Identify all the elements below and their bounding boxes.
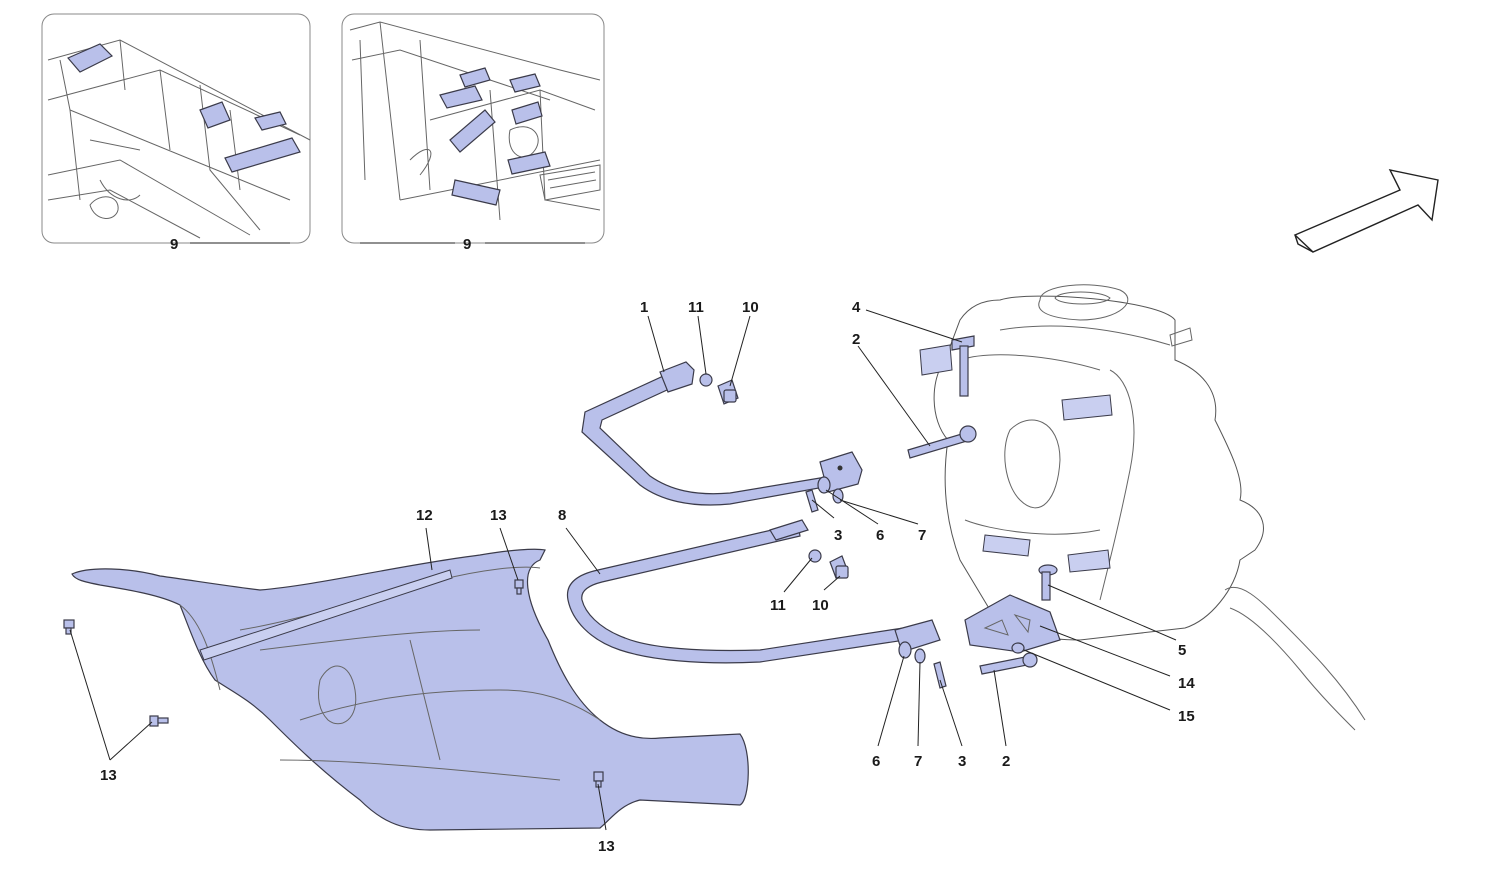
inset-panel-left: 9 [41,13,311,253]
heat-shield [71,548,749,831]
callout-13-left: 13 [100,767,117,784]
callout-3-upper: 3 [834,527,842,544]
callout-1: 1 [640,299,648,316]
bolt-2-lower [979,652,1038,675]
fuel-tank-strap-upper [581,361,863,506]
clip-3-upper [805,489,819,513]
callout-2-lower: 2 [1002,753,1010,770]
bolt-10-lower [829,555,849,579]
bolt-5 [1038,564,1058,601]
callout-10-upper: 10 [742,299,759,316]
callout-5: 5 [1178,642,1186,659]
callout-7-lower: 7 [914,753,922,770]
nut-15 [1011,642,1025,654]
callout-9-right: 9 [463,236,471,253]
callout-3-lower: 3 [958,753,966,770]
direction-arrow-icon [1293,169,1439,253]
bushing-6-lower [898,641,912,659]
callout-13-top: 13 [490,507,507,524]
inset-frame-drawing-right [349,21,601,221]
bolt-13-b [63,619,75,635]
inset-panel-right: 9 [341,13,605,253]
callout-2-upper: 2 [852,331,860,348]
callout-8: 8 [558,507,566,524]
bolt-10-upper [717,379,739,405]
bolt-4 [951,335,975,397]
leader-lines [69,309,1177,831]
callout-11-lower: 11 [770,597,786,614]
callout-6-lower: 6 [872,753,880,770]
washer-11-upper [699,373,713,387]
washer-7-lower [914,648,926,664]
washer-11-lower [808,549,822,563]
callout-9-left: 9 [170,236,178,253]
callout-14: 14 [1178,675,1195,692]
bolt-13-a [514,579,524,595]
bracket-14 [964,594,1061,653]
bushing-6-upper [817,476,831,494]
bolt-13-c [149,715,169,727]
callout-11-upper: 11 [688,299,704,316]
callout-labels: 1 11 10 4 2 3 6 7 8 12 13 11 10 5 14 15 … [100,299,1195,855]
fuel-tank [919,284,1366,731]
callout-7-upper: 7 [918,527,926,544]
callout-10-lower: 10 [812,597,829,614]
callout-6-upper: 6 [876,527,884,544]
bolt-2-upper [907,425,977,459]
callout-12: 12 [416,507,433,524]
clip-3-lower [933,661,947,689]
callout-4: 4 [852,299,861,316]
callout-15: 15 [1178,708,1195,725]
inset-frame-drawing-left [47,39,311,239]
callout-13-bottom: 13 [598,838,615,855]
